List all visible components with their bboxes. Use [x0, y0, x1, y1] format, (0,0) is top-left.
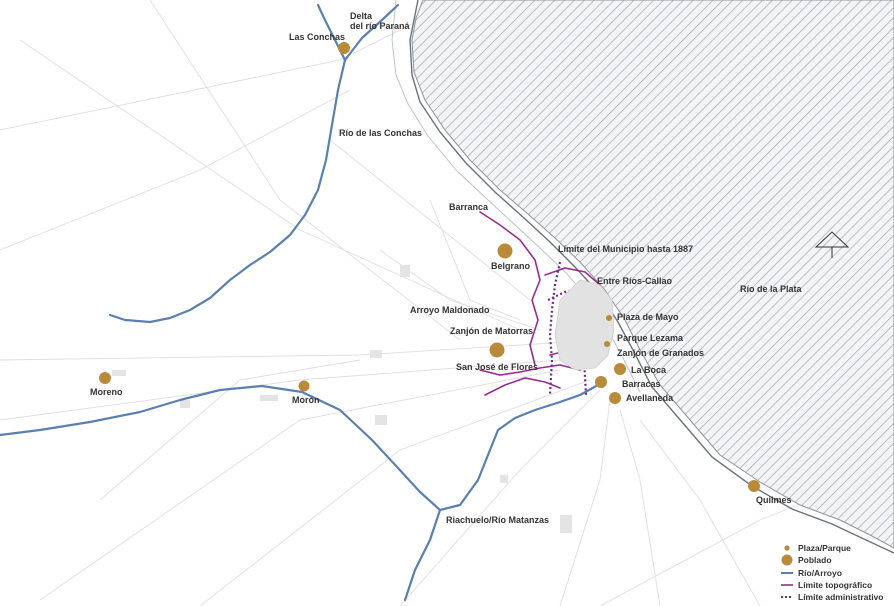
label-moreno: Moreno — [90, 387, 123, 397]
la-boca-marker — [614, 363, 626, 375]
label-parque-lezama: Parque Lezama — [617, 333, 684, 343]
legend-administrativo-label: Límite administrativo — [798, 592, 884, 602]
legend-rio-label: Río/Arroyo — [798, 568, 842, 578]
label-riachuelo-rio-matanzas: Riachuelo/Río Matanzas — [446, 515, 550, 525]
settlements — [99, 42, 760, 492]
label-moron: Morón — [292, 395, 320, 405]
legend-row-poblado: Poblado — [776, 554, 894, 566]
label-zanjon-de-granados: Zanjón de Granados — [617, 348, 705, 358]
label-entre-rios-callao: Entre Ríos-Callao — [597, 276, 673, 286]
barracas-marker — [595, 376, 607, 388]
legend-row-plaza: Plaza/Parque — [776, 542, 894, 554]
label-las-conchas: Las Conchas — [289, 32, 346, 42]
label-belgrano: Belgrano — [491, 261, 531, 271]
las-conchas-marker — [338, 42, 350, 54]
legend-topografico-symbol — [781, 584, 793, 586]
label-rio-de-las-conchas: Río de las Conchas — [339, 128, 423, 138]
label-delta: Delta del río Paraná — [350, 11, 410, 31]
parque-lezama-marker — [604, 341, 610, 347]
urban-patches — [112, 265, 572, 533]
rio-de-la-plata-water — [411, 0, 894, 549]
plazas — [604, 315, 612, 347]
legend-topografico-label: Límite topográfico — [798, 580, 873, 590]
label-plaza-de-mayo: Plaza de Mayo — [617, 312, 679, 322]
label-rio-de-la-plata: Río de la Plata — [740, 284, 802, 294]
label-barranca: Barranca — [449, 202, 489, 212]
legend-row-rio: Río/Arroyo — [776, 567, 894, 579]
label-barracas: Barracas — [622, 379, 661, 389]
legend-row-topografico: Límite topográfico — [776, 579, 894, 591]
buenos-aires-urban-area — [554, 279, 615, 371]
legend-rio-symbol — [781, 572, 793, 574]
legend-poblado-label: Poblado — [798, 555, 832, 565]
road-network — [0, 0, 861, 606]
riachuelo-rio-matanzas — [0, 383, 600, 512]
label-avellaneda: Avellaneda — [626, 393, 674, 403]
label-limite-municipio: Límite del Municipio hasta 1887 — [558, 244, 694, 254]
zanjon-matorras-marker — [489, 342, 505, 358]
legend-poblado-symbol — [781, 554, 793, 566]
avellaneda-marker — [609, 392, 621, 404]
north-arrow-icon — [814, 231, 850, 258]
rio-de-las-conchas — [108, 58, 347, 324]
legend-administrativo-symbol — [781, 596, 793, 598]
quilmes-marker — [748, 480, 760, 492]
label-quilmes: Quilmes — [756, 495, 792, 505]
legend-plaza-symbol — [784, 545, 790, 551]
legend-row-administrativo: Límite administrativo — [776, 591, 894, 603]
label-zanjon-de-matorras: Zanjón de Matorras — [450, 326, 534, 336]
rio-matanzas-south — [403, 508, 442, 602]
moreno-marker — [99, 372, 111, 384]
label-la-boca: La Boca — [631, 365, 667, 375]
map-legend: Plaza/Parque Poblado Río/Arroyo Límite t… — [776, 542, 894, 606]
delta-channel — [343, 3, 400, 62]
label-arroyo-maldonado: Arroyo Maldonado — [410, 305, 490, 315]
legend-plaza-label: Plaza/Parque — [798, 543, 851, 553]
belgrano-marker — [497, 243, 513, 259]
label-san-jose-de-flores: San José de Flores — [456, 362, 539, 372]
plaza-de-mayo-marker — [606, 315, 612, 321]
moron-marker — [298, 380, 310, 392]
